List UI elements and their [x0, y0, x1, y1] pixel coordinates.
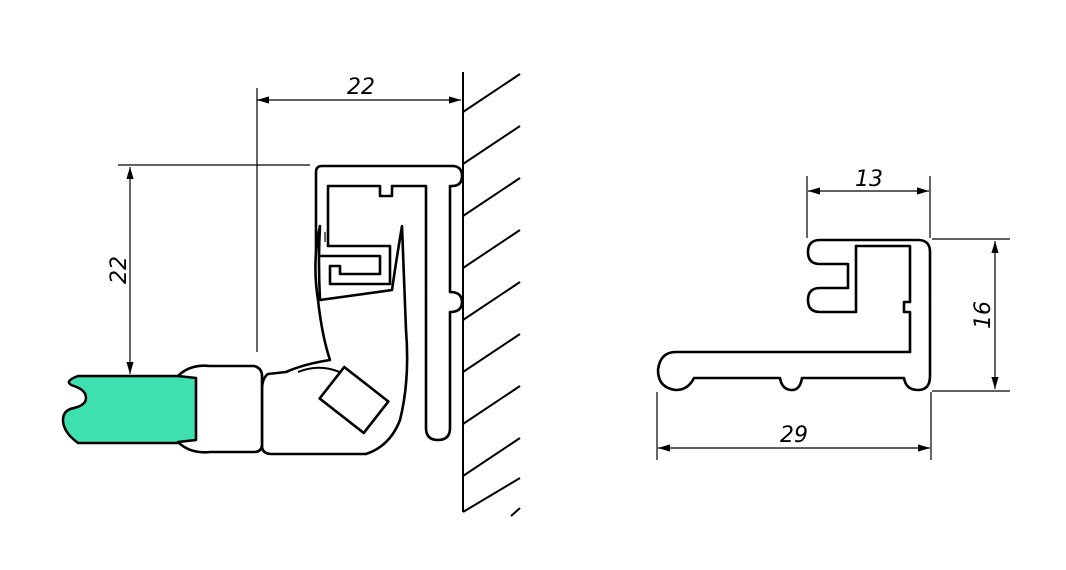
dim-height-label-right: 16	[971, 301, 996, 329]
dim-width-label: 22	[347, 75, 375, 100]
dimension-width-22: 22	[256, 75, 461, 352]
dimension-top-13: 13	[806, 167, 931, 238]
dim-width-label-right: 29	[780, 423, 808, 448]
dim-height-label: 22	[107, 256, 132, 284]
left-detail: 22 22	[61, 72, 521, 517]
wall-hatching	[462, 73, 521, 517]
dimension-height-16: 16	[932, 238, 1010, 392]
floor-profile	[656, 238, 932, 392]
wall-profile	[314, 164, 464, 442]
right-detail: 13 16 29	[656, 167, 1010, 460]
dim-top-label: 13	[855, 167, 883, 192]
dimension-height-22: 22	[107, 164, 310, 374]
seal-gasket	[176, 224, 409, 456]
dimension-width-29: 29	[656, 392, 932, 460]
wall	[462, 72, 521, 517]
